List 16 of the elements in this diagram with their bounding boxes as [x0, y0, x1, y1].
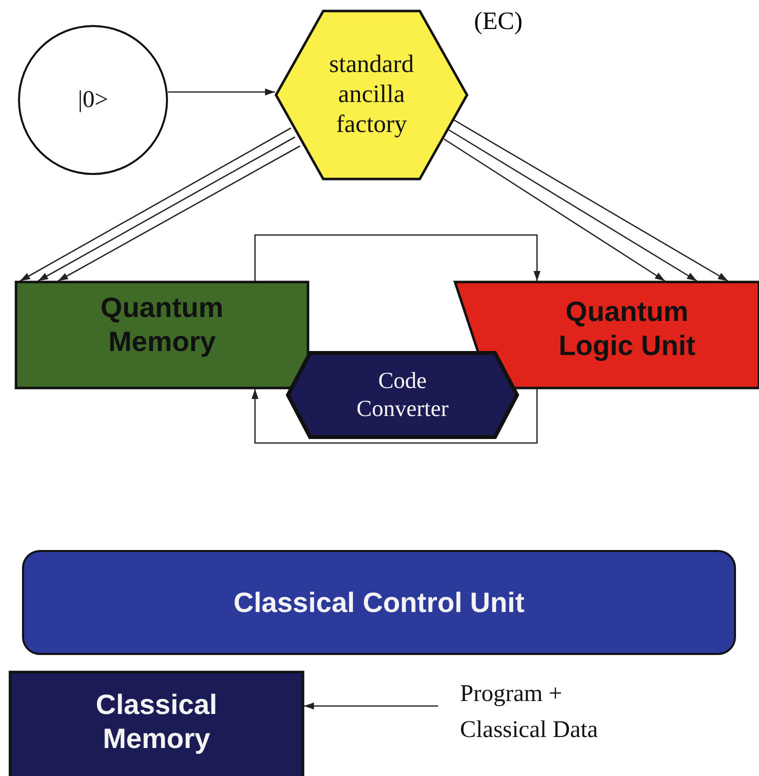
factory-hexagon: standard ancilla factory	[275, 10, 468, 180]
converter-hexagon: Code Converter	[287, 352, 518, 438]
arrow	[448, 129, 698, 282]
arrow	[444, 138, 666, 282]
arrow	[454, 119, 728, 282]
annotation-label: (EC)	[474, 8, 523, 36]
memory-box: Quantum Memory	[16, 282, 308, 388]
memory-box: Classical Memory	[10, 672, 303, 776]
logic-unit-trapezoid: Quantum Logic Unit	[455, 282, 759, 388]
input-label: Program + Classical Data	[440, 672, 640, 752]
control-unit-box: Classical Control Unit	[22, 550, 736, 655]
arrow	[304, 702, 438, 710]
arrow	[252, 388, 538, 444]
state-circle: |0>	[18, 25, 168, 175]
arrow	[254, 234, 540, 282]
arrow	[168, 88, 275, 96]
